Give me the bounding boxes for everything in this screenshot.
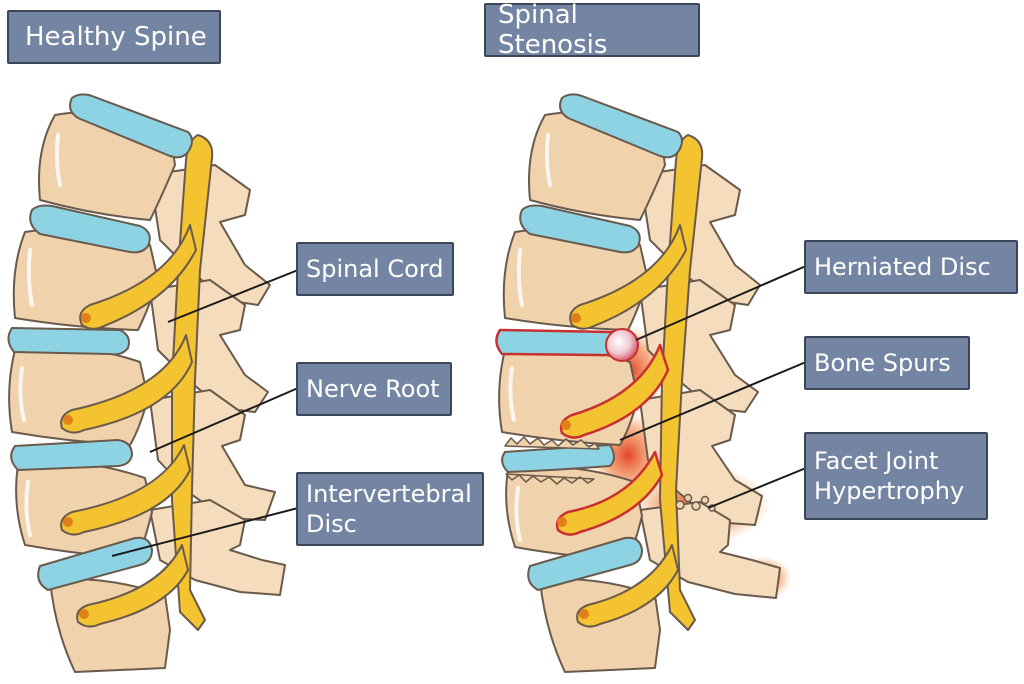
spinal-cord-label: Spinal Cord xyxy=(296,242,454,296)
healthy-spine-title: Healthy Spine xyxy=(7,10,221,64)
healthy-nerve-root-dots xyxy=(63,313,91,619)
stenosis-intervertebral-discs xyxy=(495,93,683,591)
healthy-intervertebral-discs xyxy=(7,93,193,591)
leader-facet-joint xyxy=(707,467,807,509)
spinal-stenosis-title: Spinal Stenosis xyxy=(484,0,700,60)
intervertebral-disc-label: Intervertebral Disc xyxy=(296,472,484,546)
stenosis-nerve-root-dots xyxy=(557,313,589,619)
bone-spurs xyxy=(504,436,716,512)
nerve-root-label: Nerve Root xyxy=(296,362,452,416)
herniated-disc-label: Herniated Disc xyxy=(804,240,1018,294)
healthy-nerve-roots xyxy=(60,224,197,628)
bone-spurs-label: Bone Spurs xyxy=(804,336,970,390)
stenosis-nerve-roots xyxy=(555,224,687,628)
healthy-vertebral-bodies xyxy=(8,111,176,673)
facet-joint-hypertrophy-label: Facet Joint Hypertrophy xyxy=(804,432,988,520)
leader-herniated-disc xyxy=(635,265,807,341)
leader-intervertebral-disc xyxy=(111,507,299,557)
leader-lines xyxy=(111,265,807,557)
leader-spinal-cord xyxy=(167,269,299,323)
healthy-spine-illustration xyxy=(7,93,286,673)
leader-nerve-root xyxy=(149,387,299,453)
stenosis-spine-illustration xyxy=(495,93,792,673)
leader-bone-spurs xyxy=(619,361,807,441)
herniated-disc-bulge xyxy=(605,328,639,362)
